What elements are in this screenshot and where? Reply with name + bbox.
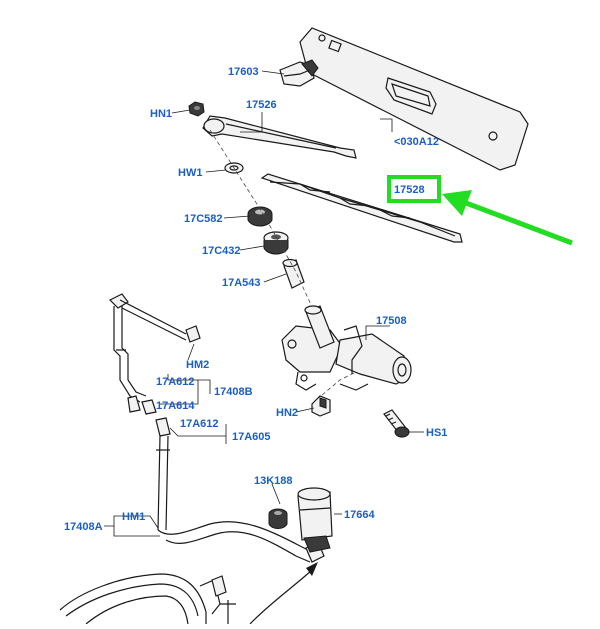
label-17508: 17508 <box>376 315 407 327</box>
leader-lines <box>104 70 424 537</box>
label-17526: 17526 <box>246 99 277 111</box>
label-17a605: 17A605 <box>232 431 271 443</box>
part-labels: 17603 <030A12 HN1 17526 HW1 17528 17C582… <box>64 66 447 533</box>
label-17a612-lower: 17A612 <box>180 418 219 430</box>
highlight-box <box>387 175 441 203</box>
wiper-motor <box>281 305 412 391</box>
label-17a612-upper: 17A612 <box>156 376 195 388</box>
label-hn1: HN1 <box>150 108 172 120</box>
grommet-17c582 <box>247 206 273 227</box>
washer-pump-grommet <box>268 508 288 529</box>
label-030a12: <030A12 <box>394 136 439 148</box>
direction-arrow <box>249 569 313 625</box>
alignment-line <box>209 129 319 321</box>
washer-hose-upper <box>108 293 201 415</box>
label-hw1: HW1 <box>178 167 202 179</box>
nut-hn2 <box>311 395 331 417</box>
bush-17a543 <box>282 258 305 289</box>
label-17c582: 17C582 <box>184 213 223 225</box>
label-17408a: 17408A <box>64 521 103 533</box>
washer-pump <box>297 487 333 553</box>
label-17a614: 17A614 <box>156 400 195 412</box>
label-hs1: HS1 <box>426 427 447 439</box>
highlight-arrow <box>442 190 573 246</box>
label-17603: 17603 <box>228 66 259 78</box>
body-panel <box>59 573 236 625</box>
washer-jet <box>279 59 319 87</box>
label-17408b: 17408B <box>214 386 253 398</box>
tailgate-trim-panel <box>299 27 529 171</box>
label-13k188: 13K188 <box>254 475 293 487</box>
label-17a543: 17A543 <box>222 277 261 289</box>
nut-hn1 <box>188 101 205 117</box>
label-hn2: HN2 <box>276 407 298 419</box>
washer-hose-lower <box>155 417 325 563</box>
wiper-arm <box>202 115 357 159</box>
seal-17c432 <box>263 231 289 255</box>
wiper-blade <box>260 173 463 243</box>
label-17528: 17528 <box>394 184 425 196</box>
label-17c432: 17C432 <box>202 245 241 257</box>
alignment-line-2 <box>321 369 361 396</box>
label-17664: 17664 <box>344 509 375 521</box>
label-hm2: HM2 <box>186 359 209 371</box>
screw-hs1 <box>383 409 410 438</box>
label-hm1: HM1 <box>122 511 145 523</box>
direction-arrow-head <box>306 562 318 576</box>
